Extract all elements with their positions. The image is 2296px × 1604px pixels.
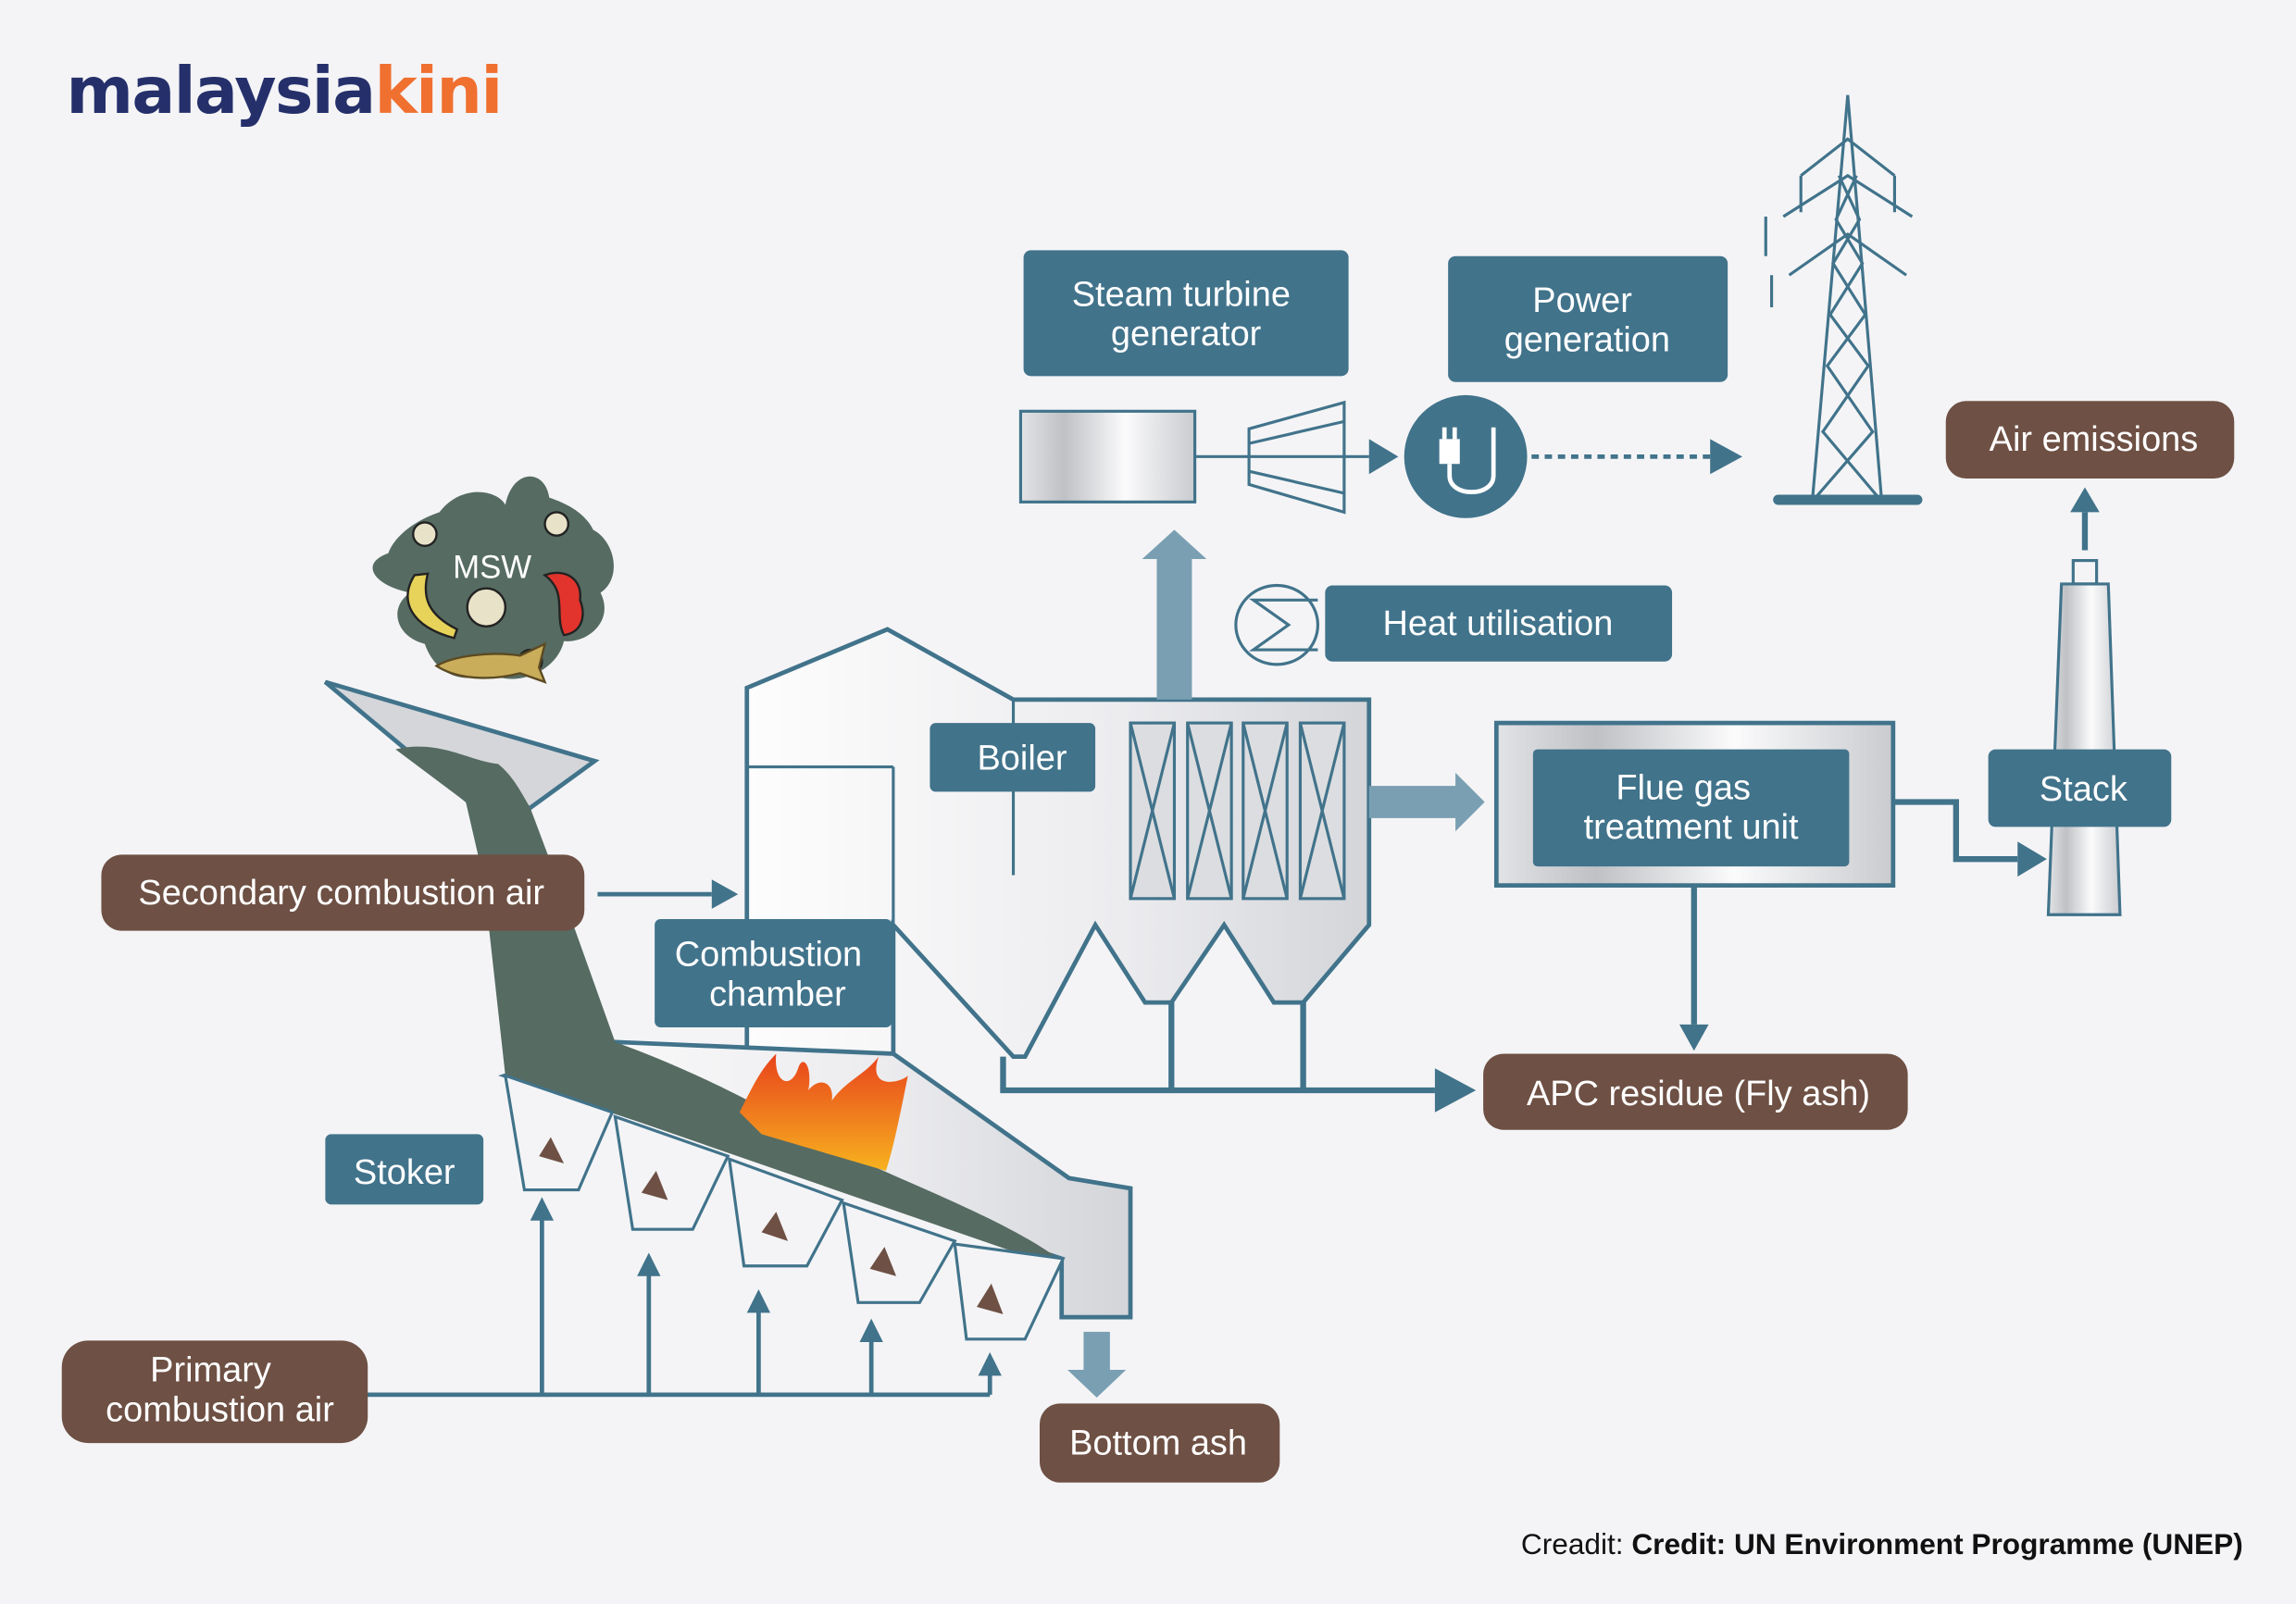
msw-label: MSW — [453, 551, 531, 586]
credit-prefix: Creadit: — [1521, 1527, 1631, 1560]
transmission-tower-icon — [1764, 94, 1923, 505]
heat-exchanger-icon — [1234, 583, 1320, 666]
primary-air-label: Primary combustion air — [106, 1351, 334, 1430]
secondary-air-box[interactable] — [101, 854, 585, 931]
heat-utilisation-label: Heat utilisation — [1382, 604, 1613, 643]
flame-icon — [739, 1053, 908, 1171]
bottom-ash-label: Bottom ash — [1069, 1424, 1247, 1463]
logo-part1: malaysia — [66, 54, 374, 129]
bottom-ash-box[interactable] — [1039, 1403, 1280, 1483]
apc-residue-label: APC residue (Fly ash) — [1527, 1075, 1870, 1113]
primary-air-box[interactable] — [61, 1340, 368, 1444]
combustion-chamber-label: Combustion chamber — [675, 936, 872, 1014]
boiler-label: Boiler — [978, 740, 1067, 778]
steam-turbine-box[interactable] — [1023, 250, 1349, 377]
flue-gas-box[interactable] — [1532, 749, 1850, 867]
stack-box[interactable] — [1988, 749, 2172, 827]
logo-part2: kini — [374, 54, 501, 129]
credit-text: Credit: UN Environment Programme (UNEP) — [1631, 1527, 2242, 1560]
power-generation-box[interactable] — [1448, 255, 1728, 382]
stoker-grates — [503, 1073, 1066, 1341]
apc-residue-box[interactable] — [1483, 1053, 1908, 1130]
power-generation-label: Power generation — [1504, 281, 1670, 360]
bottom-ash-arrow — [1083, 1331, 1110, 1374]
boiler-tubes — [1129, 721, 1346, 901]
waste-splat-icon — [372, 476, 614, 684]
steam-turbine-label: Steam turbine generator — [1072, 275, 1301, 354]
steam-up-arrow — [1156, 555, 1192, 700]
stack-label: Stack — [2040, 770, 2128, 809]
air-emissions-label: Air emissions — [1990, 420, 2199, 459]
feed-hopper — [323, 679, 1054, 1256]
air-emissions-box[interactable] — [1945, 401, 2235, 479]
heat-utilisation-box[interactable] — [1325, 585, 1673, 662]
stoker-box[interactable] — [325, 1134, 484, 1205]
stack-chimney — [2046, 559, 2122, 916]
combustion-chamber-box[interactable] — [655, 918, 892, 1028]
secondary-air-label: Secondary combustion air — [138, 874, 544, 913]
stoker-label: Stoker — [354, 1153, 455, 1192]
primary-air-lines — [366, 1197, 1002, 1398]
plug-icon — [1404, 394, 1528, 518]
flue-gas-arrow — [1368, 786, 1457, 818]
turbine-generator — [1018, 400, 1399, 515]
credit: Creadit: Credit: UN Environment Programm… — [1521, 1527, 2243, 1560]
boiler-box[interactable] — [930, 723, 1096, 792]
logo: malaysiakini — [66, 54, 501, 129]
flue-gas-label: Flue gas treatment unit — [1584, 768, 1799, 847]
